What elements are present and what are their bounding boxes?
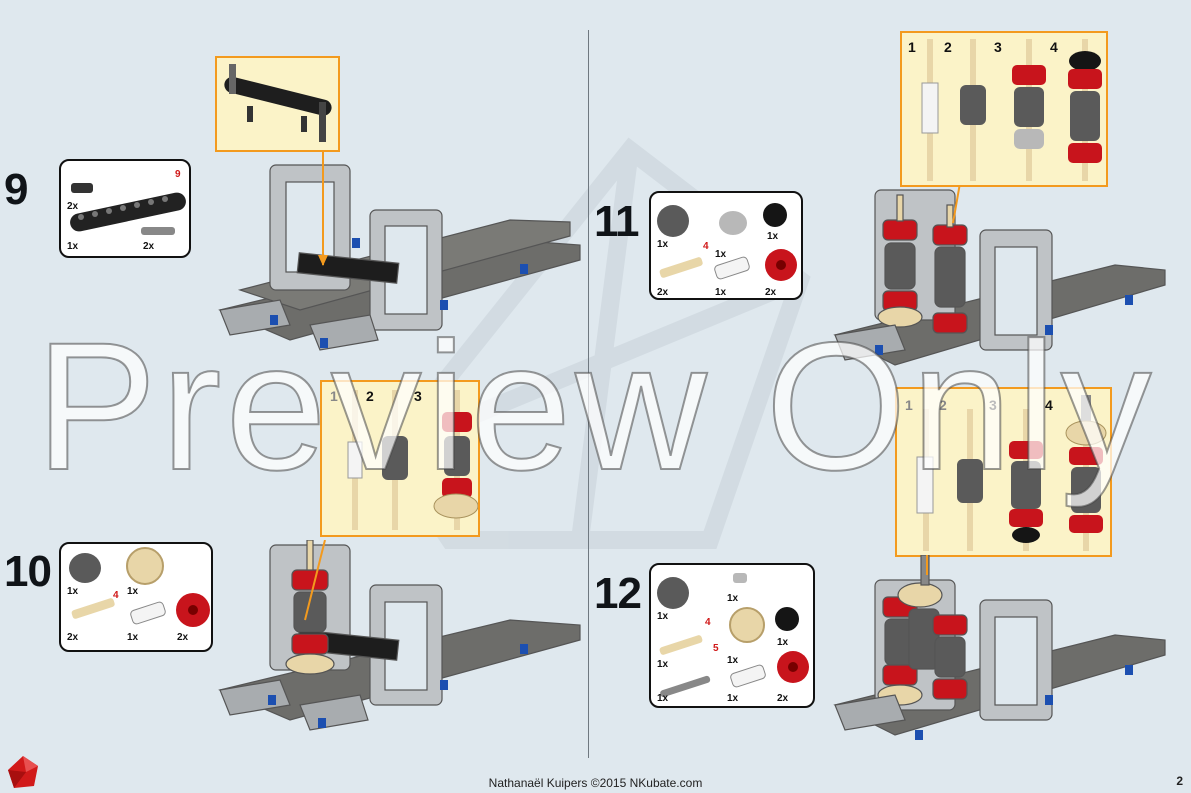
beam-detail-illustration xyxy=(224,64,332,142)
parts-list-step-12: 1x 1x 4 1x 1x 1x 5 1x 1x 2x xyxy=(649,563,815,708)
footer-credit: Nathanaël Kuipers ©2015 NKubate.com xyxy=(488,776,703,790)
gear-stack-illustration xyxy=(347,390,478,530)
callout-step-11: 1 2 3 4 xyxy=(900,31,1108,187)
qty-label: 1x xyxy=(67,586,79,597)
qty-label: 1x xyxy=(657,611,669,622)
parts-illustration xyxy=(70,183,186,235)
step-number-9: 9 xyxy=(4,165,29,214)
callout-substep-3: 3 xyxy=(414,388,422,404)
assembly-step-10 xyxy=(218,540,581,731)
parts-list-step-11: 1x 1x 1x 4 2x 1x 2x xyxy=(649,191,803,300)
callout-substep-4: 4 xyxy=(1045,397,1053,413)
nkubate-logo-icon xyxy=(8,756,38,788)
qty-label: 2x xyxy=(67,632,79,643)
callout-step-12: 1 2 3 4 xyxy=(895,387,1112,557)
qty-label: 2x xyxy=(657,287,669,298)
callout-substep-1: 1 xyxy=(905,397,913,413)
qty-label: 1x xyxy=(727,693,739,704)
parts-illustration xyxy=(657,203,797,281)
qty-label: 1x xyxy=(657,693,669,704)
qty-label: 1x xyxy=(777,637,789,648)
page-number: 2 xyxy=(1176,774,1183,788)
qty-label: 1x xyxy=(657,659,669,670)
gear-stack-illustration xyxy=(916,395,1107,551)
callout-step-9 xyxy=(215,56,340,152)
callout-substep-1: 1 xyxy=(908,39,916,55)
assembly-step-9 xyxy=(218,150,581,351)
callout-substep-4: 4 xyxy=(1050,39,1058,55)
axle-length-label: 4 xyxy=(113,590,119,601)
qty-label: 1x xyxy=(727,593,739,604)
qty-label: 1x xyxy=(727,655,739,666)
callout-substep-2: 2 xyxy=(366,388,374,404)
beam-length-label: 9 xyxy=(175,169,181,180)
gear-stack-illustration xyxy=(921,39,1102,181)
assembly-step-11 xyxy=(833,185,1166,366)
qty-label: 2x xyxy=(777,693,789,704)
qty-label: 1x xyxy=(127,586,139,597)
callout-substep-2: 2 xyxy=(939,397,947,413)
qty-label: 1x xyxy=(657,239,669,250)
qty-label: 1x xyxy=(715,287,727,298)
qty-label: 2x xyxy=(177,632,189,643)
qty-label: 2x xyxy=(765,287,777,298)
axle-length-label: 5 xyxy=(713,643,719,654)
column-divider xyxy=(588,30,589,758)
parts-list-step-10: 1x 1x 4 2x 1x 2x xyxy=(59,542,213,652)
qty-label: 1x xyxy=(67,241,79,252)
step-number-11: 11 xyxy=(594,197,640,246)
callout-substep-2: 2 xyxy=(944,39,952,55)
callout-step-10: 1 2 3 xyxy=(320,380,480,537)
axle-length-label: 4 xyxy=(703,241,709,252)
step-number-10: 10 xyxy=(4,547,52,596)
qty-label: 1x xyxy=(127,632,139,643)
callout-substep-3: 3 xyxy=(989,397,997,413)
callout-substep-3: 3 xyxy=(994,39,1002,55)
qty-label: 1x xyxy=(715,249,727,260)
qty-label: 1x xyxy=(767,231,779,242)
qty-label: 2x xyxy=(143,241,155,252)
parts-illustration xyxy=(657,573,809,698)
assembly-step-12 xyxy=(833,555,1166,740)
parts-illustration xyxy=(69,547,210,627)
parts-list-step-9: 2x 9 1x 2x xyxy=(59,159,191,258)
axle-length-label: 4 xyxy=(705,617,711,628)
qty-label: 2x xyxy=(67,201,79,212)
step-number-12: 12 xyxy=(594,569,642,618)
callout-substep-1: 1 xyxy=(330,388,338,404)
